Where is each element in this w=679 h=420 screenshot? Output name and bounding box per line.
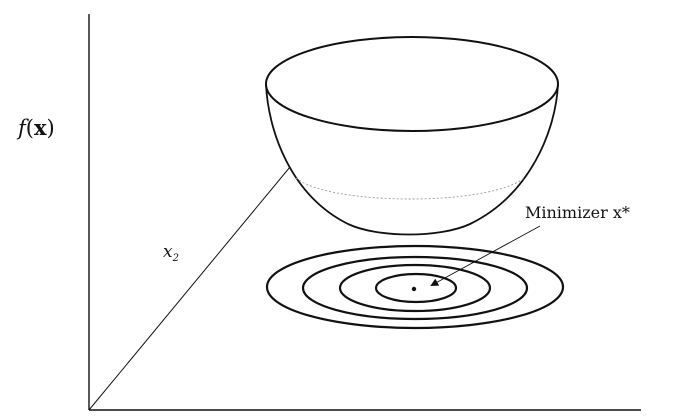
y-axis-label: f(x) bbox=[16, 115, 55, 140]
bowl-surface bbox=[265, 36, 559, 236]
contour-ring-2 bbox=[301, 255, 529, 321]
x2-axis bbox=[88, 166, 291, 411]
minimizer-label: Minimizer x* bbox=[525, 203, 630, 222]
minimizer-point bbox=[411, 286, 417, 292]
bowl-hidden-contour bbox=[295, 177, 525, 200]
contour-ring-4 bbox=[374, 272, 458, 304]
contour-plot bbox=[265, 244, 565, 330]
bowl-rim bbox=[265, 36, 559, 132]
bowl-body bbox=[265, 83, 559, 236]
x2-label: x2 bbox=[163, 242, 179, 264]
minimizer-arrow bbox=[430, 225, 541, 286]
contour-ring-1 bbox=[265, 244, 565, 330]
contour-ring-3 bbox=[338, 263, 492, 313]
